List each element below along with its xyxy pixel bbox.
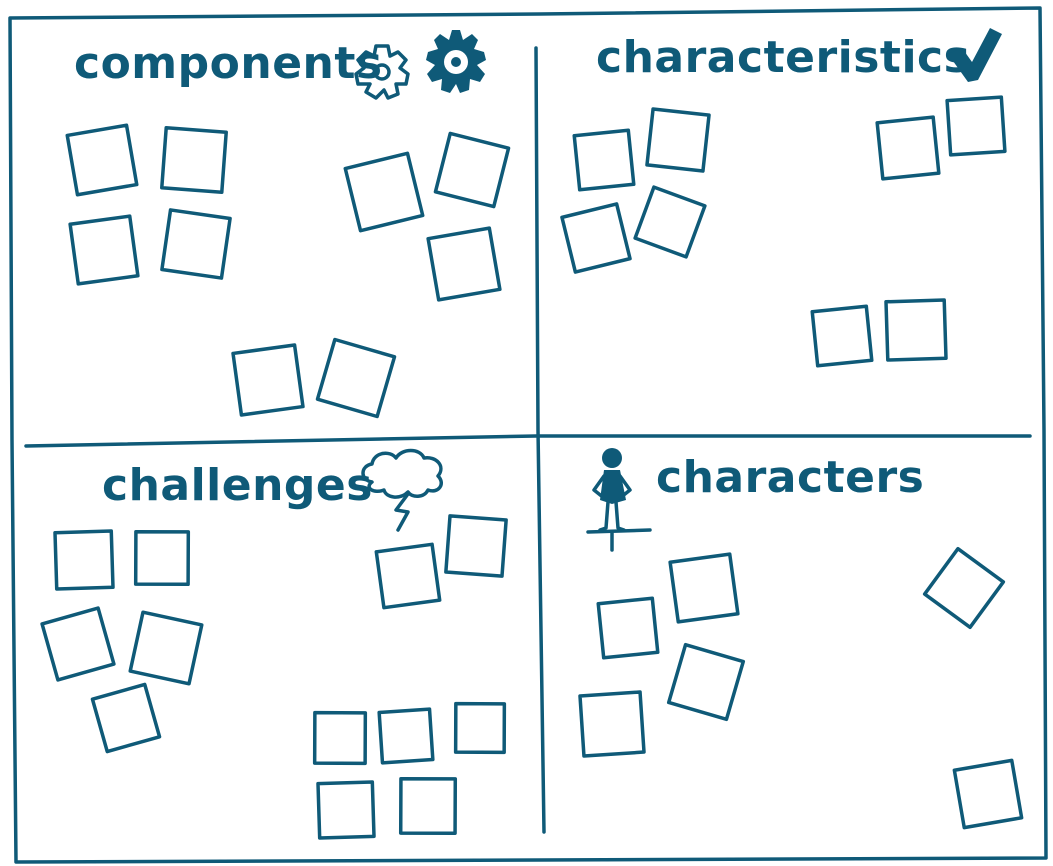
sticky-note bbox=[68, 214, 140, 286]
quadrant-title-challenges: challenges bbox=[102, 460, 373, 511]
sticky-note bbox=[377, 707, 435, 765]
sticky-note bbox=[922, 546, 1006, 630]
sticky-note bbox=[952, 758, 1024, 830]
sticky-note bbox=[316, 780, 376, 840]
sticky-note bbox=[633, 185, 707, 259]
sticky-note bbox=[433, 131, 511, 209]
sticky-note bbox=[53, 529, 115, 591]
sticky-note bbox=[810, 304, 874, 368]
sticky-note bbox=[578, 690, 646, 758]
sticky-note bbox=[315, 337, 397, 419]
sticky-note bbox=[875, 115, 941, 181]
vertical-divider bbox=[534, 46, 546, 834]
storm-cloud-icon bbox=[361, 448, 443, 532]
checkmark-icon bbox=[948, 28, 1002, 82]
sticky-note bbox=[231, 343, 305, 417]
sticky-note bbox=[160, 126, 228, 194]
sticky-note bbox=[945, 95, 1007, 157]
sticky-note bbox=[668, 552, 740, 624]
sticky-note bbox=[90, 682, 162, 754]
quadrant-title-components: components bbox=[74, 38, 383, 89]
sticky-note bbox=[343, 151, 425, 233]
sticky-note bbox=[65, 123, 139, 197]
sticky-note bbox=[884, 298, 948, 362]
sticky-note bbox=[572, 128, 636, 192]
sticky-note bbox=[374, 542, 442, 610]
stick-figure-icon bbox=[586, 448, 652, 552]
gears-icon bbox=[354, 30, 486, 100]
horizontal-divider bbox=[24, 434, 1032, 448]
sticky-note bbox=[40, 606, 116, 682]
sticky-note bbox=[128, 610, 204, 686]
quadrant-title-characteristics: characteristics bbox=[596, 32, 970, 83]
sticky-note bbox=[560, 202, 632, 274]
sticky-note bbox=[596, 596, 660, 660]
quadrant-title-characters: characters bbox=[656, 452, 924, 503]
sticky-note bbox=[666, 642, 746, 722]
sticky-notes bbox=[40, 95, 1024, 840]
sticky-note bbox=[444, 514, 508, 578]
sticky-note bbox=[398, 776, 458, 836]
sticky-note bbox=[453, 701, 507, 755]
sticky-note bbox=[426, 226, 502, 302]
board-frame bbox=[8, 6, 1048, 864]
sticky-note bbox=[645, 107, 711, 173]
sticky-note bbox=[312, 710, 368, 766]
sticky-note bbox=[160, 208, 232, 280]
sticky-note bbox=[133, 529, 191, 587]
